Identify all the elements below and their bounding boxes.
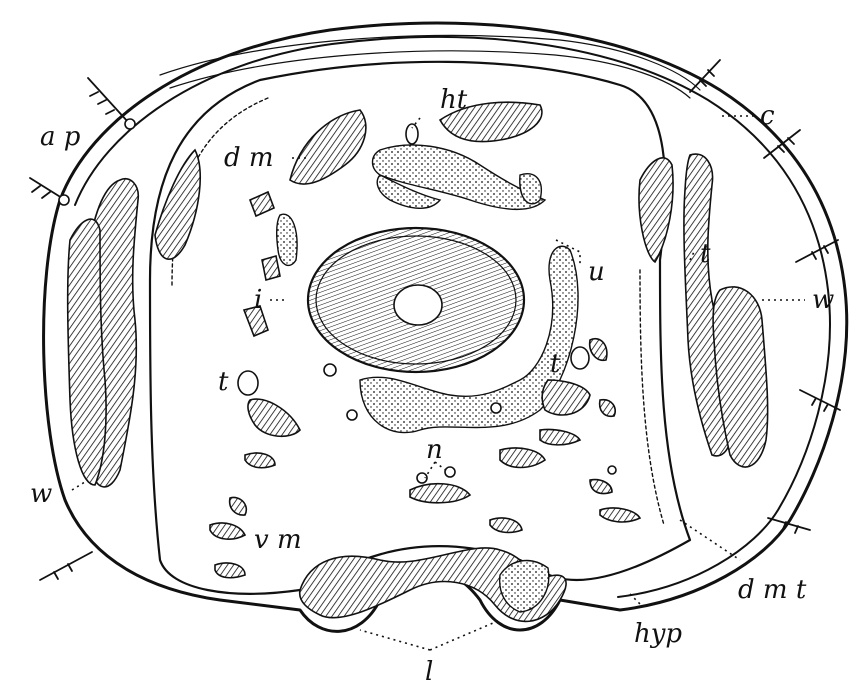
label-dm: d m	[224, 143, 274, 173]
label-c: c	[760, 101, 775, 131]
outer-cuticle	[42, 21, 849, 633]
label-hyp: hyp	[634, 619, 682, 649]
label-dmt: d m t	[738, 575, 807, 605]
label-vm: v m	[254, 525, 302, 555]
label-i: i	[254, 285, 262, 315]
label-t-left: t	[218, 367, 229, 397]
label-t-right: t	[700, 239, 711, 269]
label-n: n	[426, 435, 443, 465]
appendage-spines	[29, 59, 841, 581]
leader-lines	[71, 115, 805, 651]
left-wing-fold	[66, 178, 140, 488]
ventral-ridge	[298, 547, 567, 623]
scattered-muscle-sections	[209, 173, 642, 579]
label-t-center: t	[550, 349, 561, 379]
label-ht: ht	[440, 85, 468, 115]
label-l: l	[425, 657, 433, 687]
intestine	[306, 226, 579, 434]
label-u: u	[588, 257, 605, 287]
label-w-left: w	[30, 479, 52, 509]
label-w-right: w	[812, 285, 834, 315]
label-ap: a p	[40, 122, 81, 152]
right-wing-fold	[683, 153, 769, 468]
dorsal-muscle-bands	[154, 101, 674, 264]
